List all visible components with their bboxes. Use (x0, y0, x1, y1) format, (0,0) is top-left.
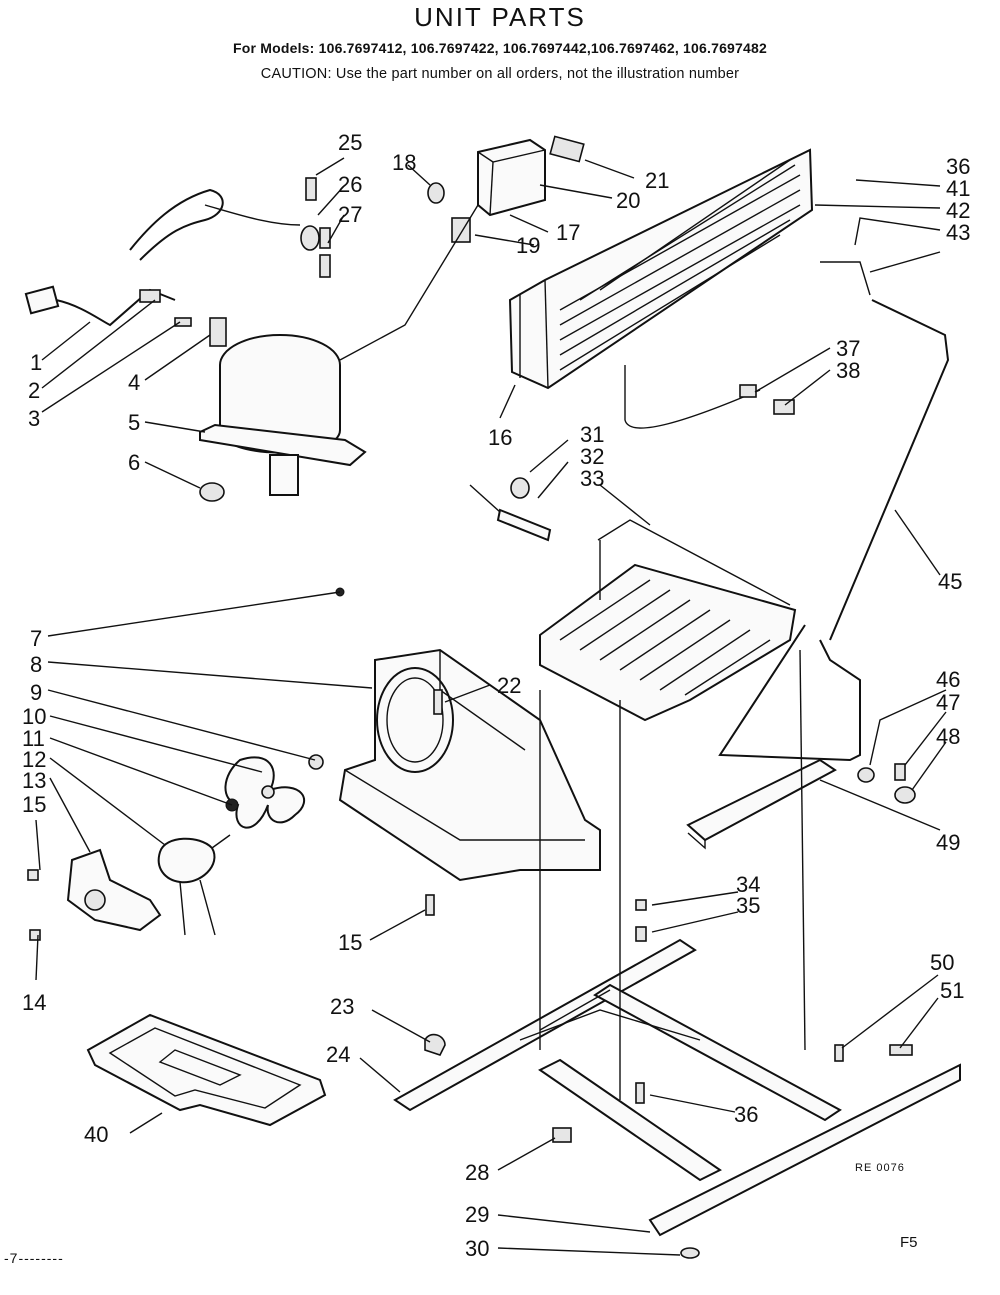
callout-34: 34 (736, 872, 760, 897)
callout-labels: 1 2 3 4 5 6 7 8 9 10 11 12 13 14 15 15 1… (22, 130, 970, 1261)
callout-41: 41 (946, 176, 970, 201)
callout-46: 46 (936, 667, 960, 692)
condenser-fan-motor (27, 754, 324, 941)
callout-17: 17 (556, 220, 580, 245)
relay-cover-assembly (339, 135, 585, 361)
callout-22: 22 (497, 673, 521, 698)
callout-37: 37 (836, 336, 860, 361)
callout-3: 3 (28, 406, 40, 431)
callout-36a: 36 (946, 154, 970, 179)
callout-33: 33 (580, 466, 604, 491)
callout-24: 24 (326, 1042, 350, 1067)
compressor-mount-fasteners (300, 177, 331, 278)
callout-25: 25 (338, 130, 362, 155)
callout-5: 5 (128, 410, 140, 435)
callout-8: 8 (30, 652, 42, 677)
callout-47: 47 (936, 690, 960, 715)
defrost-water-pan (86, 1013, 327, 1127)
callout-12: 12 (22, 747, 46, 772)
edge-mark: -7-------- (4, 1250, 64, 1266)
callout-18: 18 (392, 150, 416, 175)
callout-20: 20 (616, 188, 640, 213)
callout-30: 30 (465, 1236, 489, 1261)
drawing-code: RE 0076 (855, 1162, 905, 1174)
model-numbers: For Models: 106.7697412, 106.7697422, 10… (232, 40, 767, 56)
callout-10: 10 (22, 704, 46, 729)
callout-11: 11 (22, 726, 45, 751)
callout-16: 16 (488, 425, 512, 450)
power-cord-harness (24, 188, 301, 327)
drain-trough (686, 758, 916, 850)
fan-shroud-bracket (335, 587, 601, 916)
callout-36b: 36 (734, 1102, 758, 1127)
callout-21: 21 (645, 168, 669, 193)
callout-31: 31 (580, 422, 604, 447)
callout-15b: 15 (338, 930, 362, 955)
callout-38: 38 (836, 358, 860, 383)
callout-6: 6 (128, 450, 140, 475)
leader-lines (35, 157, 947, 1256)
callout-49: 49 (936, 830, 960, 855)
unit-base-frame (393, 649, 961, 1259)
callout-19: 19 (516, 233, 540, 258)
callout-35: 35 (736, 893, 760, 918)
callout-2: 2 (28, 378, 40, 403)
callout-32: 32 (580, 444, 604, 469)
callout-40: 40 (84, 1122, 108, 1147)
caution-note: CAUTION: Use the part number on all orde… (260, 66, 740, 82)
callout-51: 51 (940, 978, 964, 1003)
callout-45: 45 (938, 569, 962, 594)
callout-14: 14 (22, 990, 46, 1015)
callout-4: 4 (128, 370, 140, 395)
callout-48: 48 (936, 724, 960, 749)
callout-23: 23 (330, 994, 354, 1019)
callout-9: 9 (30, 680, 42, 705)
callout-7: 7 (30, 626, 42, 651)
heat-exchanger-tube (718, 299, 950, 762)
condenser-coil (508, 148, 871, 429)
callout-26: 26 (338, 172, 362, 197)
diagram-title: UNIT PARTS (414, 2, 586, 32)
callout-1: 1 (30, 350, 42, 375)
callout-29: 29 (465, 1202, 489, 1227)
callout-42: 42 (946, 198, 970, 223)
page-id: F5 (900, 1234, 918, 1251)
evaporator-coil (469, 477, 797, 722)
callout-13: 13 (22, 768, 46, 793)
compressor (199, 317, 367, 502)
callout-50: 50 (930, 950, 954, 975)
callout-27: 27 (338, 202, 362, 227)
callout-15a: 15 (22, 792, 46, 817)
callout-43: 43 (946, 220, 970, 245)
callout-28: 28 (465, 1160, 489, 1185)
